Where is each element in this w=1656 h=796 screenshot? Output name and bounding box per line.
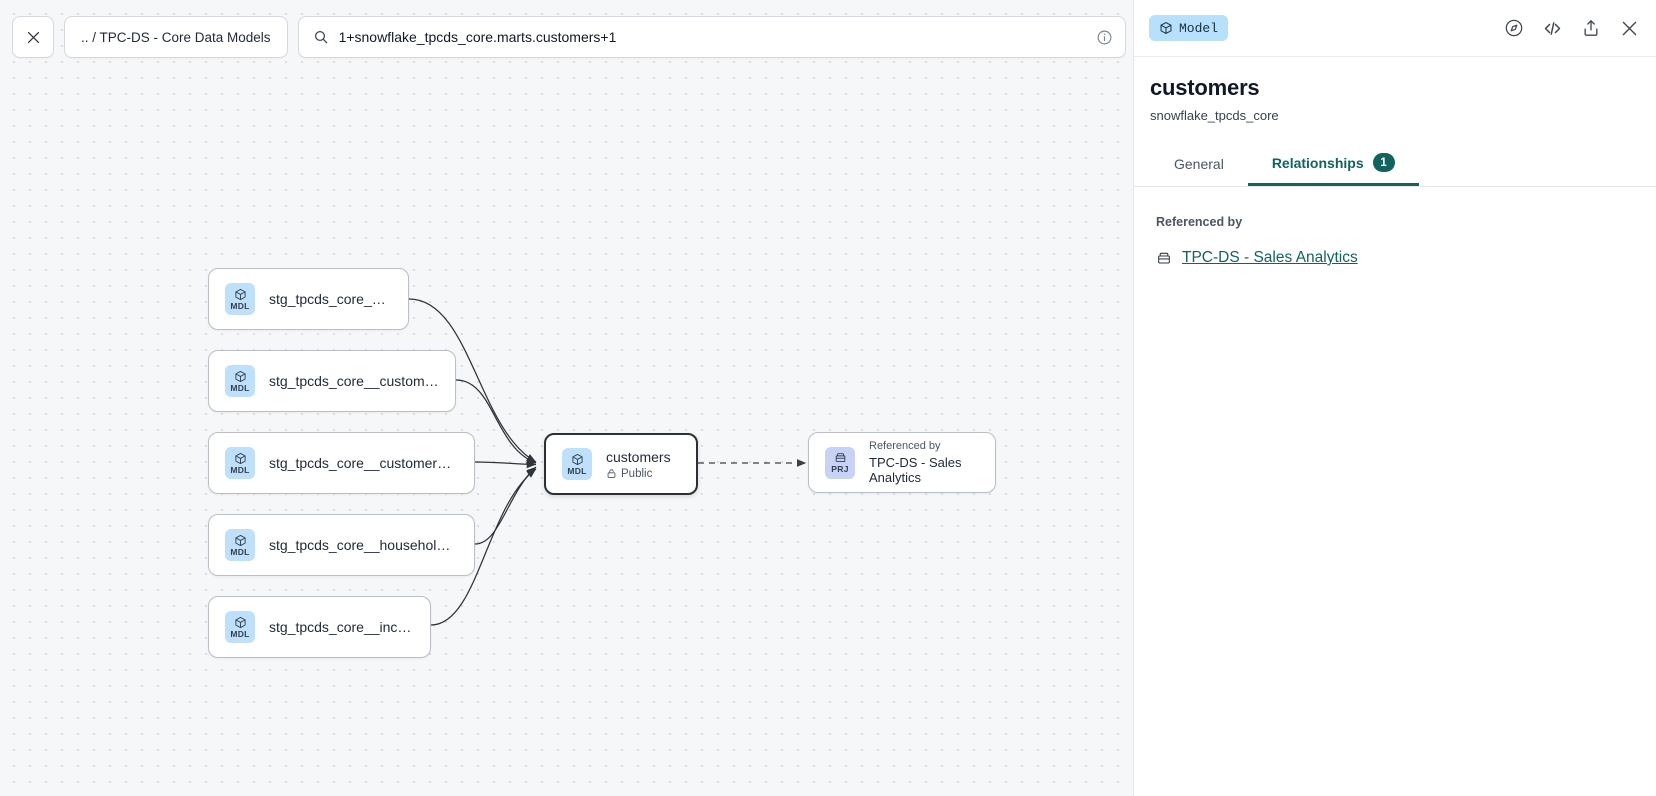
node-body: stg_tpcds_core__customer_demogra… [269, 455, 458, 471]
details-panel: Model [1133, 0, 1656, 796]
breadcrumb[interactable]: .. / TPC-DS - Core Data Models [64, 16, 288, 58]
breadcrumb-label: .. / TPC-DS - Core Data Models [81, 29, 271, 45]
panel-content: Referenced by TPC-DS - Sales Analytics [1134, 187, 1656, 267]
cube-icon [1159, 21, 1173, 35]
graph-node-project[interactable]: PRJ Referenced by TPC-DS - Sales Analyti… [808, 432, 996, 493]
tab-label: Relationships [1271, 154, 1364, 171]
node-kind-label: PRJ [831, 464, 849, 475]
close-icon[interactable] [1619, 18, 1640, 39]
node-kind-label: MDL [567, 465, 587, 476]
tab-badge-count: 1 [1372, 153, 1395, 172]
tab-relationships[interactable]: Relationships 1 [1247, 153, 1419, 186]
node-title: stg_tpcds_core__income_band [269, 619, 414, 635]
list-item[interactable]: TPC-DS - Sales Analytics [1156, 249, 1640, 267]
node-title: customers [606, 448, 671, 465]
node-title: stg_tpcds_core__household_demogr… [269, 537, 458, 553]
model-badge: MDL [225, 447, 255, 479]
info-circle-icon[interactable] [1096, 29, 1113, 46]
model-badge: MDL [225, 611, 255, 643]
graph-edges [408, 298, 807, 626]
lock-icon [606, 468, 617, 479]
close-lineage-button[interactable] [12, 16, 54, 58]
node-body: customers Public [606, 449, 671, 480]
model-badge: MDL [225, 529, 255, 561]
node-kind-label: MDL [230, 382, 250, 393]
graph-node-selected[interactable]: MDL customers Public [544, 433, 698, 495]
search-icon [313, 29, 329, 45]
cube-icon [234, 452, 247, 465]
lineage-canvas[interactable]: .. / TPC-DS - Core Data Models [0, 0, 1133, 796]
cube-icon [571, 453, 584, 466]
project-icon [1156, 250, 1172, 266]
node-kind-label: MDL [230, 464, 250, 475]
node-body: stg_tpcds_core__customer [269, 291, 392, 307]
panel-actions [1504, 18, 1640, 39]
panel-tabs: General Relationships 1 [1134, 153, 1656, 187]
node-kind-label: MDL [230, 546, 250, 557]
cube-icon [234, 370, 247, 383]
node-access: Public [606, 468, 671, 480]
graph-layer: MDL stg_tpcds_core__customer MDL [208, 268, 996, 658]
graph-node[interactable]: MDL stg_tpcds_core__customer_demogra… [208, 432, 475, 494]
cube-icon [234, 288, 247, 301]
panel-header: customers snowflake_tpcds_core [1134, 57, 1656, 123]
node-access-label: Public [621, 467, 653, 480]
node-body: Referenced by TPC-DS - Sales Analytics [869, 440, 979, 485]
panel-topbar: Model [1134, 0, 1656, 57]
model-badge: MDL [225, 283, 255, 315]
node-kind-label: MDL [230, 300, 250, 311]
project-icon [834, 451, 847, 464]
tab-label: General [1174, 156, 1224, 172]
page-title: customers [1150, 75, 1260, 100]
graph-node[interactable]: MDL stg_tpcds_core__customer_address [208, 350, 456, 412]
resource-kind-label: Model [1179, 20, 1219, 36]
tab-general[interactable]: General [1150, 156, 1248, 186]
node-title: stg_tpcds_core__customer_demogra… [269, 455, 458, 471]
node-body: stg_tpcds_core__income_band [269, 619, 414, 635]
canvas-toolbar: .. / TPC-DS - Core Data Models [12, 16, 1133, 58]
node-eyebrow: Referenced by [869, 440, 941, 452]
node-title: TPC-DS - Sales Analytics [869, 455, 962, 485]
graph-node[interactable]: MDL stg_tpcds_core__customer [208, 268, 409, 330]
cube-icon [234, 534, 247, 547]
node-body: stg_tpcds_core__household_demogr… [269, 537, 458, 553]
node-title: stg_tpcds_core__customer [269, 291, 392, 307]
node-kind-label: MDL [230, 628, 250, 639]
model-badge: MDL [225, 365, 255, 397]
graph-node[interactable]: MDL stg_tpcds_core__household_demogr… [208, 514, 475, 576]
code-icon[interactable] [1542, 18, 1563, 39]
resource-kind-chip[interactable]: Model [1149, 15, 1229, 41]
panel-subtitle: snowflake_tpcds_core [1150, 108, 1279, 123]
model-badge: MDL [562, 448, 592, 480]
project-badge: PRJ [825, 446, 855, 479]
node-title: stg_tpcds_core__customer_address [269, 373, 439, 389]
close-icon [25, 29, 42, 46]
section-label: Referenced by [1156, 215, 1243, 229]
reference-link[interactable]: TPC-DS - Sales Analytics [1182, 249, 1358, 266]
cube-icon [234, 616, 247, 629]
search-box[interactable] [297, 16, 1126, 58]
graph-node[interactable]: MDL stg_tpcds_core__income_band [208, 596, 431, 658]
node-body: stg_tpcds_core__customer_address [269, 373, 439, 389]
share-icon[interactable] [1581, 18, 1601, 38]
search-input[interactable] [328, 29, 1096, 45]
compass-icon[interactable] [1504, 18, 1524, 38]
